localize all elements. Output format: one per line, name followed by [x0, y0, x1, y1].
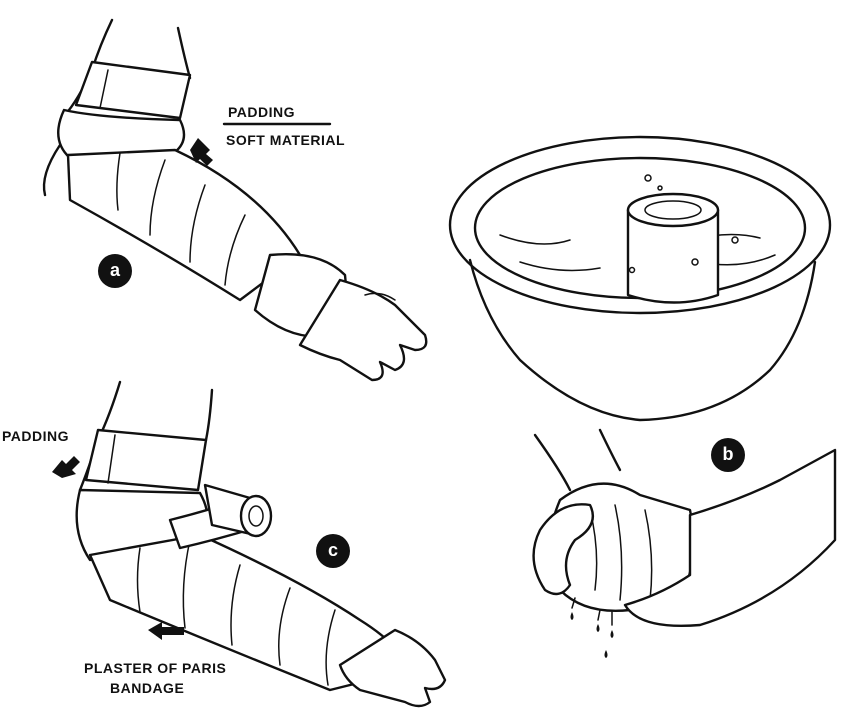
panel-c-top-padding	[86, 430, 206, 490]
panel-c-upper-arm-back	[206, 390, 212, 440]
panel-a-soft-material-label: SOFT MATERIAL	[226, 132, 345, 148]
panel-a-upper-arm-back	[178, 28, 190, 78]
panel-a-top-padding	[76, 62, 190, 118]
panel-c-padding-arrow	[52, 456, 80, 478]
left-wrist-back	[600, 430, 620, 470]
panel-a-padding-label: PADDING	[228, 104, 295, 120]
panel-c-plaster-roll-end	[241, 496, 271, 536]
soaking-roll-top	[628, 194, 718, 226]
panel-b-bowl-drawing	[450, 137, 830, 420]
panel-c-arm-drawing	[77, 382, 445, 706]
water-drop-marks	[571, 612, 614, 658]
panel-c-plaster-label-line2: BANDAGE	[110, 680, 184, 696]
panel-c-padding-label: PADDING	[2, 428, 69, 444]
step-badge-b: b	[711, 438, 745, 472]
step-badge-a: a	[98, 254, 132, 288]
step-badge-c: c	[316, 534, 350, 568]
panel-a-elbow-outline	[44, 145, 60, 195]
panel-c-plaster-label-line1: PLASTER OF PARIS	[84, 660, 226, 676]
panel-b-hands-drawing	[534, 430, 835, 658]
left-wrist	[535, 435, 570, 490]
panel-a-arm-drawing	[44, 20, 426, 380]
